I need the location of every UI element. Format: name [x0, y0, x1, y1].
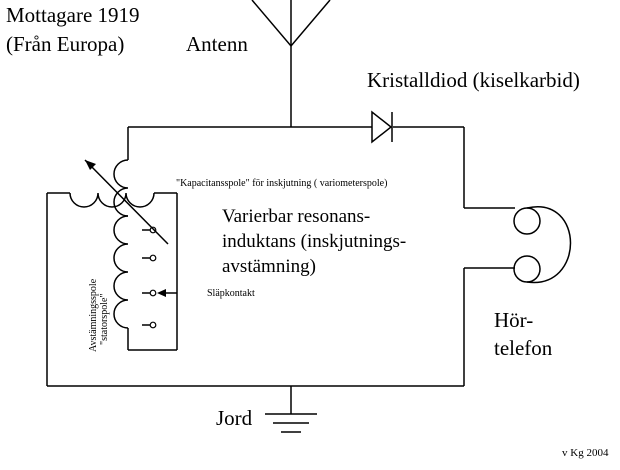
slide-contact-label: Släpkontakt — [207, 288, 255, 299]
headphone-label-line-1: Hör- — [494, 308, 533, 332]
tuning-coil-label-line-1: Avstämningsspole — [88, 278, 99, 352]
coupling-coil — [69, 192, 155, 208]
tuning-coil-label-line-2: "statorspole" — [99, 294, 110, 346]
right-wire — [463, 127, 515, 386]
coupling-coil-label: "Kapacitansspole" för inskjutning ( vari… — [176, 178, 387, 189]
credit-label: v Kg 2004 — [562, 447, 609, 459]
title-line-1: Mottagare 1919 — [6, 3, 140, 27]
tap-point — [149, 254, 157, 262]
tuning-coil — [113, 215, 129, 333]
ground-icon — [265, 386, 317, 433]
top-wire — [127, 126, 464, 160]
tap-points — [142, 226, 157, 329]
ground-label: Jord — [216, 406, 253, 430]
tap-point — [149, 321, 157, 329]
diode-label: Kristalldiod (kiselkarbid) — [367, 68, 580, 92]
antenna-label: Antenn — [186, 32, 248, 56]
antenna-icon — [251, 0, 331, 127]
tap-point — [149, 289, 157, 297]
headphone-label-line-2: telefon — [494, 336, 553, 360]
rotor-coil — [113, 159, 129, 217]
tap-point — [149, 226, 157, 234]
variable-label-line-3: avstämning) — [222, 256, 316, 277]
bottom-wire — [46, 192, 464, 387]
title-line-2: (Från Europa) — [6, 32, 124, 56]
diode-icon — [371, 110, 393, 144]
variable-label-line-2: induktans (inskjutnings- — [222, 231, 406, 252]
headphone-icon — [513, 206, 572, 284]
variable-inductor-icon — [84, 159, 169, 245]
slide-contact-arrow — [157, 289, 177, 297]
variable-label-line-1: Varierbar resonans- — [222, 206, 370, 227]
tuning-coil-label: Avstämningsspole "statorspole" — [88, 278, 110, 352]
